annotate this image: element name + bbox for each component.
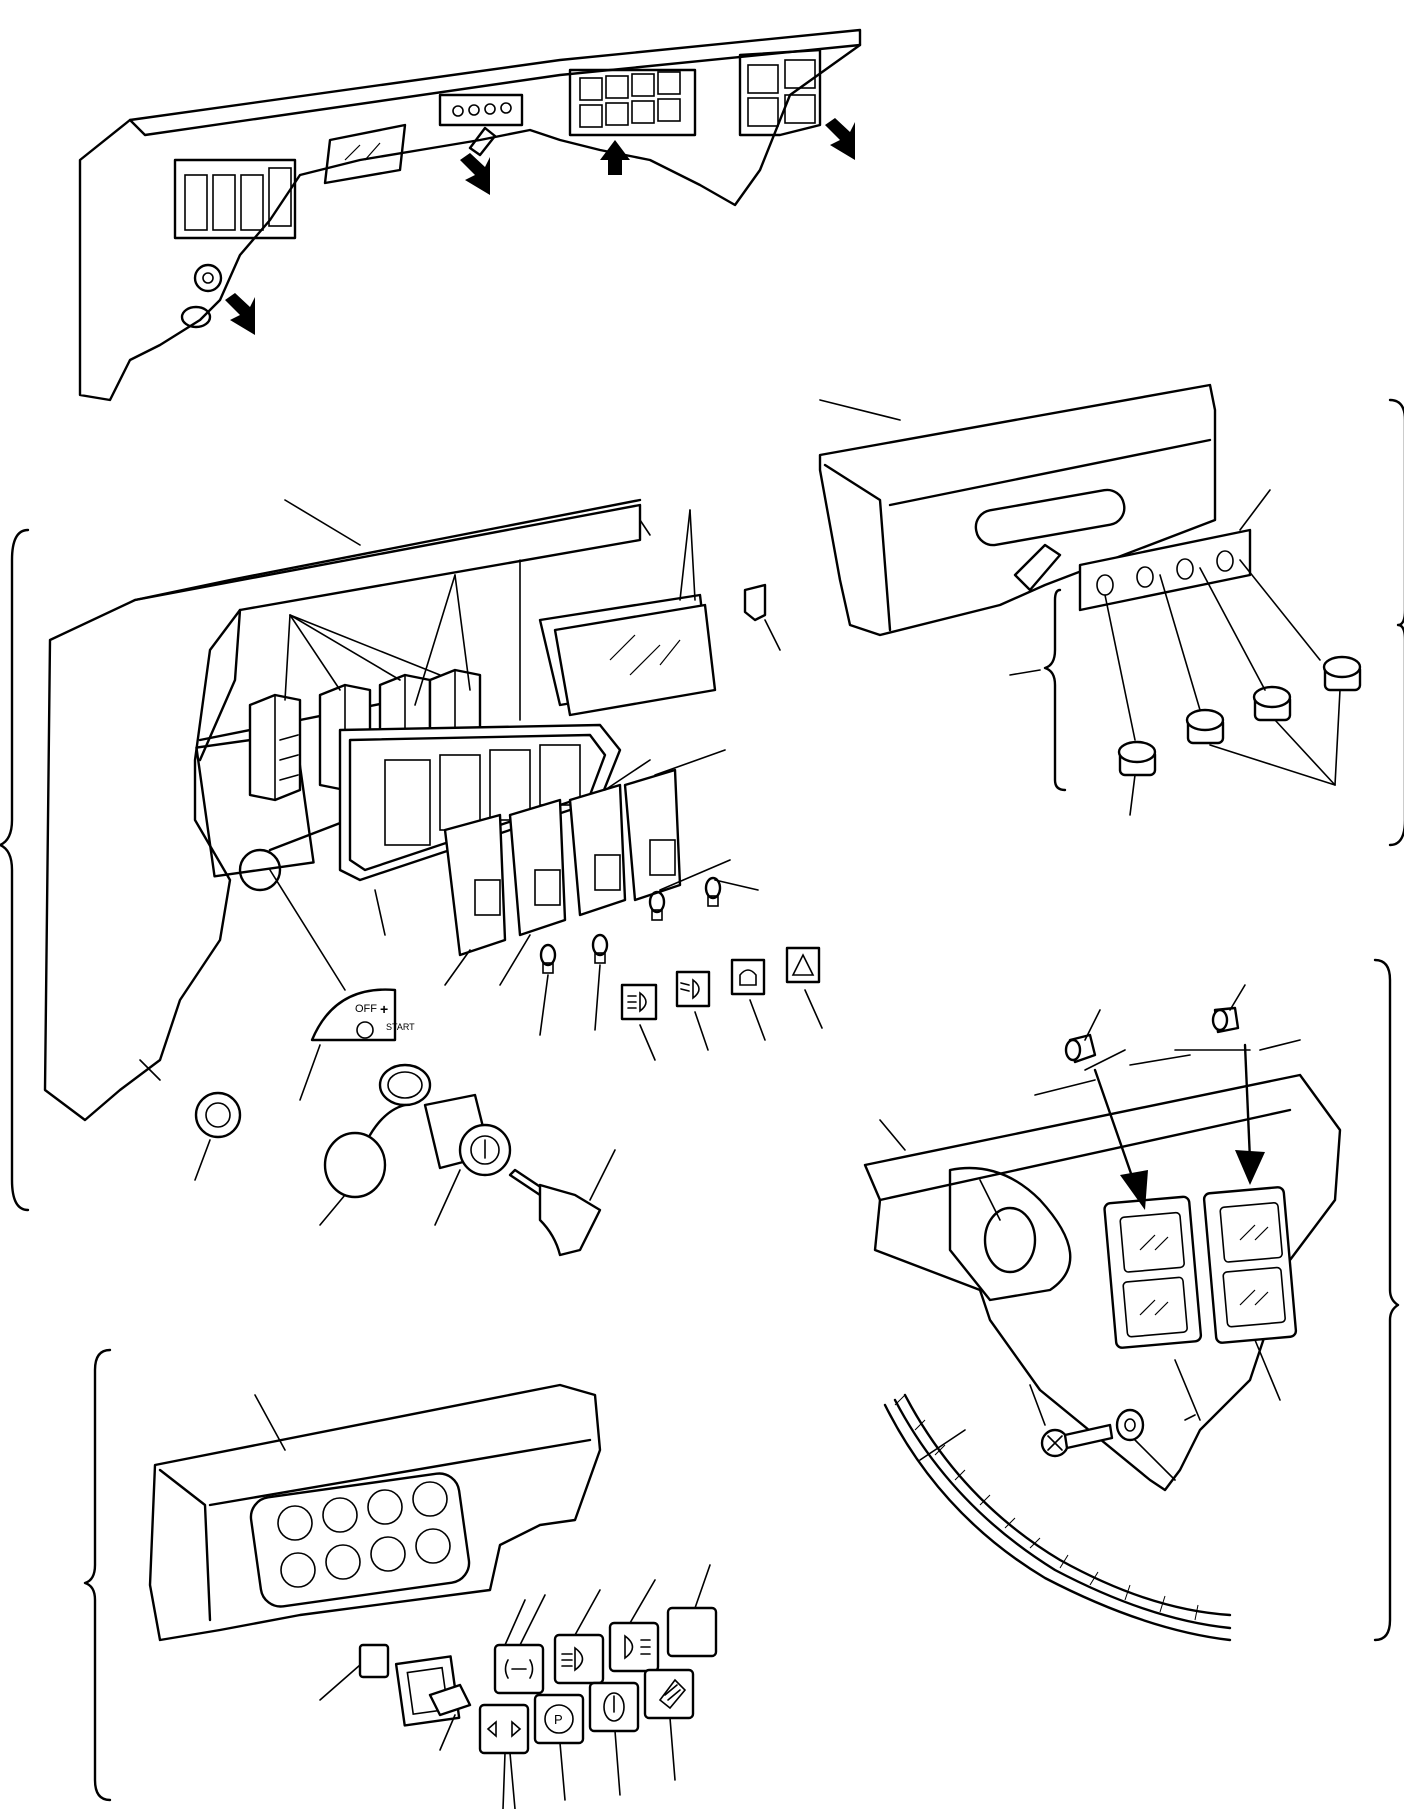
warning-lamp-lens xyxy=(1185,708,1225,745)
indicator-arrows-icon xyxy=(478,1703,530,1755)
dial-plus-label: + xyxy=(380,1001,388,1017)
side-lights-icon xyxy=(493,1643,545,1695)
dipped-beam-icon xyxy=(620,983,658,1021)
work-light-icon xyxy=(608,1621,660,1673)
main-exploded-dashboard: OFF + START xyxy=(0,399,901,1257)
switch-panel-detail xyxy=(863,958,1400,1642)
ignition-dial: OFF + START xyxy=(310,988,415,1042)
bottom-switch-panel-detail: P xyxy=(83,1348,718,1809)
bulb-icon xyxy=(648,890,666,921)
wiring-harness xyxy=(883,1393,1232,1642)
rocker-switch xyxy=(508,798,567,937)
overview-dashboard xyxy=(78,28,862,402)
switch-block-left xyxy=(1103,1195,1203,1349)
warning-lamp-lens xyxy=(1322,655,1362,692)
switch-block-right xyxy=(1202,1186,1298,1344)
svg-text:P: P xyxy=(554,1712,563,1727)
insertion-arrow-icon xyxy=(1235,1043,1265,1185)
hazard-warning-icon xyxy=(785,946,821,984)
fuel-icon xyxy=(643,1668,695,1720)
connector-switch xyxy=(358,1643,472,1727)
warning-lamp-detail xyxy=(818,383,1404,847)
rocker-switch xyxy=(623,768,682,902)
bulb-icon xyxy=(1064,1033,1097,1064)
dial-off-label: OFF xyxy=(355,1003,377,1015)
bulb-icon xyxy=(1211,1006,1240,1034)
rotating-beacon-icon xyxy=(730,958,766,996)
location-arrow-icon xyxy=(825,118,855,160)
rocker-switch xyxy=(568,783,627,917)
bulb-icon xyxy=(704,876,722,907)
relay xyxy=(248,693,302,802)
dial-start-label: START xyxy=(386,1022,415,1032)
bulb-icon xyxy=(539,943,557,974)
location-arrow-icon xyxy=(460,153,490,195)
socket xyxy=(194,1091,242,1139)
blank-icon xyxy=(666,1606,718,1658)
dust-cap xyxy=(323,1103,407,1199)
main-beam-icon xyxy=(675,970,711,1008)
screw xyxy=(1040,1423,1114,1458)
ignition-lock-barrel xyxy=(423,1093,512,1177)
location-arrow-icon xyxy=(225,293,255,335)
warning-lamp-lens xyxy=(1252,685,1292,722)
parking-brake-icon: P xyxy=(533,1693,585,1745)
warning-lamp-lens xyxy=(1117,740,1157,777)
insertion-arrow-icon xyxy=(1093,1068,1148,1210)
rocker-switch xyxy=(443,813,507,957)
headlight-icon xyxy=(553,1633,605,1685)
instrument-glass xyxy=(538,593,717,717)
bulb-icon xyxy=(591,933,609,964)
oil-pressure-icon xyxy=(588,1681,640,1733)
washer xyxy=(1115,1408,1145,1442)
key-icon xyxy=(508,1168,602,1257)
location-arrow-icon xyxy=(600,140,630,175)
